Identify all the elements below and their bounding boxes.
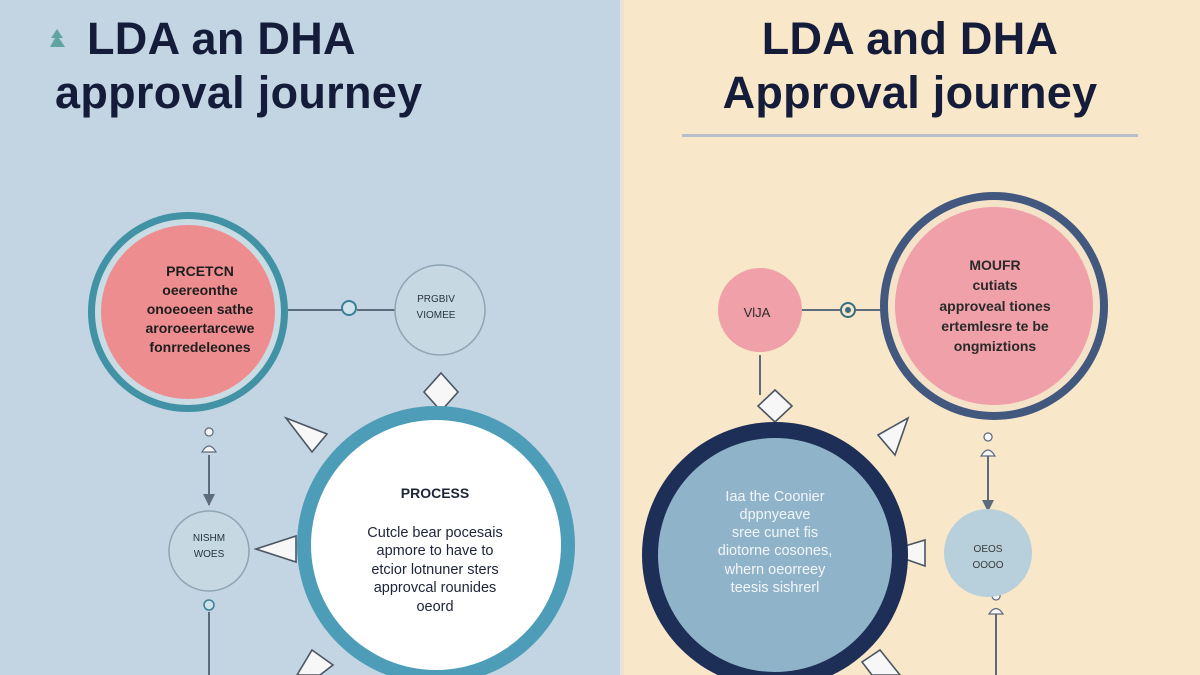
panel-divider	[620, 0, 624, 675]
small-node-line: PRGBIV	[417, 294, 455, 305]
right-top-node-title: MOUFR	[969, 257, 1021, 273]
diamond-arrow-icon	[422, 371, 460, 413]
right-title-line2: Approval journey	[722, 67, 1098, 118]
top-node-line: onoeoeen sathe	[146, 300, 254, 317]
right-side-node-line: OEOS	[973, 544, 1003, 555]
process-node-fill	[311, 420, 561, 670]
diamond-arrow-icon	[296, 648, 335, 675]
right-center-node-text: Iaa the Coonier dppnyeave sree cunet fis…	[690, 488, 860, 597]
right-side-node	[944, 509, 1032, 597]
right-top-node-line: ertemlesre te be	[941, 317, 1049, 334]
left-title-line1: LDA an DHA	[87, 13, 356, 64]
right-top-node-text: MOUFR cutiats approveal tiones ertemlesr…	[910, 255, 1080, 356]
connector-dot	[203, 599, 215, 611]
side-node-text: NISHM WOES	[174, 531, 244, 563]
diamond-arrow-icon	[756, 388, 794, 424]
side-node	[168, 510, 250, 592]
right-small-node	[718, 268, 802, 352]
right-top-node-line: ongmiztions	[953, 338, 1037, 355]
process-node-title: PROCESS	[400, 485, 470, 501]
top-node-fill	[101, 225, 275, 399]
right-center-node-fill	[658, 438, 892, 672]
top-node-title: PRCETCN	[166, 263, 234, 279]
down-arrow-icon	[203, 494, 215, 506]
connector-dot	[341, 300, 357, 316]
top-node-line: oeereonthe	[162, 281, 238, 298]
right-top-node-line: approveal tiones	[939, 297, 1051, 314]
process-node-line: oeord	[416, 598, 454, 615]
left-title-line2: approval journey	[55, 67, 423, 118]
right-small-node-label: VlJA	[743, 305, 771, 320]
right-center-node-line: sree cunet fis	[731, 525, 819, 542]
right-title-line1: LDA and DHA	[761, 13, 1059, 64]
diamond-arrow-icon	[860, 648, 902, 675]
right-side-node-line: OOOO	[972, 560, 1004, 571]
right-center-node-line: Iaa the Coonier	[725, 489, 825, 505]
process-node-line: Cutcle bear pocesais	[367, 525, 503, 541]
right-center-node-line: whern oeorreey	[724, 561, 826, 578]
side-node-line: NISHM	[192, 533, 226, 544]
connector-dot	[845, 307, 851, 313]
right-title-underline	[682, 134, 1138, 137]
small-node-line: VIOMEE	[416, 310, 456, 321]
right-center-node-line: dppnyeave	[739, 507, 811, 524]
top-node-line: aroroeertarcewe	[145, 319, 255, 336]
right-center-node-line: diotorne cosones,	[717, 543, 833, 560]
leaf-icon	[50, 29, 65, 47]
right-top-node-line: cutiats	[972, 277, 1018, 294]
small-node	[394, 264, 486, 356]
person-icon	[979, 432, 997, 457]
process-node-text: Cutcle bear pocesais apmore to have to e…	[330, 524, 540, 616]
diamond-arrow-icon	[283, 416, 329, 454]
right-center-node-line: teesis sishrerl	[730, 579, 820, 596]
process-node-line: approvcal rounides	[373, 580, 497, 597]
right-top-node-fill	[895, 207, 1093, 405]
right-title: LDA and DHA Approval journey	[685, 12, 1135, 120]
process-node-line: etcior lotnuner sters	[371, 561, 499, 578]
diamond-arrow-icon	[253, 534, 297, 564]
process-node-line: apmore to have to	[376, 543, 494, 560]
small-node-text: PRGBIV VIOMEE	[396, 292, 476, 324]
top-node-line: fonrredeleones	[149, 338, 251, 355]
person-icon	[200, 427, 218, 453]
down-arrow-icon	[982, 500, 994, 512]
right-side-node-text: OEOS OOOO	[952, 542, 1024, 574]
top-node-text: PRCETCN oeereonthe onoeoeen sathe aroroe…	[120, 262, 280, 356]
side-node-line: WOES	[193, 549, 225, 560]
diamond-arrow-icon	[876, 416, 910, 457]
left-title: LDA an DHA approval journey	[55, 12, 422, 120]
